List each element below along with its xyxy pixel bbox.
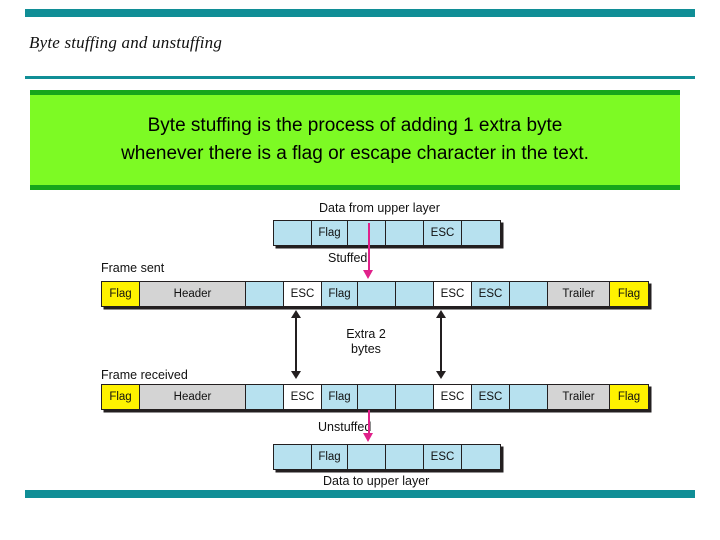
byte-cell-flag: Flag (102, 385, 140, 409)
byte-cell-flag: Flag (610, 282, 648, 306)
byte-cell-header: Header (140, 282, 246, 306)
byte-cell-esc: ESC (284, 385, 322, 409)
caption-data-to-upper-layer: Data to upper layer (323, 474, 430, 488)
extra-bytes-left-line (295, 316, 297, 373)
byte-cell-flag: Flag (312, 221, 348, 245)
byte-cell-empty (348, 445, 386, 469)
top-accent-rule (25, 9, 695, 17)
data-to-upper-layer-row: Flag ESC (273, 444, 501, 470)
byte-cell-flag: Flag (322, 385, 358, 409)
byte-cell-esc: ESC (284, 282, 322, 306)
byte-cell-flag: Flag (610, 385, 648, 409)
extra-bytes-left-arrow-up-icon (291, 310, 301, 318)
definition-callout: Byte stuffing is the process of adding 1… (30, 90, 680, 190)
byte-cell-empty (510, 385, 548, 409)
page-title: Byte stuffing and unstuffing (29, 33, 223, 52)
byte-cell-empty (358, 385, 396, 409)
stuffed-arrow-line (368, 223, 371, 273)
title-underline-rule (25, 76, 695, 79)
byte-cell-empty (348, 221, 386, 245)
byte-cell-esc: ESC (472, 385, 510, 409)
caption-data-from-upper-layer: Data from upper layer (319, 201, 440, 215)
extra-bytes-left-arrow-down-icon (291, 371, 301, 379)
data-from-upper-layer-row: Flag ESC (273, 220, 501, 246)
byte-cell-flag: Flag (102, 282, 140, 306)
caption-frame-received: Frame received (101, 368, 188, 382)
byte-cell-esc: ESC (472, 282, 510, 306)
byte-cell-esc: ESC (434, 282, 472, 306)
byte-cell-esc: ESC (424, 221, 462, 245)
byte-cell-empty (462, 445, 500, 469)
caption-frame-sent: Frame sent (101, 261, 165, 275)
bottom-accent-rule (25, 490, 695, 498)
extra-bytes-label: Extra 2 bytes (316, 327, 416, 357)
byte-cell-empty (274, 445, 312, 469)
extra-bytes-right-arrow-up-icon (436, 310, 446, 318)
byte-cell-empty (358, 282, 396, 306)
unstuffed-arrow-head-icon (363, 433, 373, 442)
extra-bytes-right-line (440, 316, 442, 373)
byte-cell-esc: ESC (424, 445, 462, 469)
definition-line-1: Byte stuffing is the process of adding 1… (147, 115, 563, 136)
byte-cell-trailer: Trailer (548, 385, 610, 409)
caption-stuffed: Stuffed (328, 251, 368, 265)
definition-callout-text: Byte stuffing is the process of adding 1… (30, 112, 680, 168)
byte-cell-empty (510, 282, 548, 306)
byte-cell-empty (396, 282, 434, 306)
byte-cell-empty (386, 221, 424, 245)
definition-line-2: whenever there is a flag or escape chara… (121, 143, 589, 164)
byte-cell-empty (274, 221, 312, 245)
extra-bytes-right-arrow-down-icon (436, 371, 446, 379)
byte-cell-flag: Flag (312, 445, 348, 469)
byte-cell-esc: ESC (434, 385, 472, 409)
extra-bytes-line-2: bytes (351, 342, 381, 356)
byte-cell-empty (386, 445, 424, 469)
byte-cell-empty (462, 221, 500, 245)
byte-cell-header: Header (140, 385, 246, 409)
extra-bytes-line-1: Extra 2 (346, 327, 386, 341)
byte-cell-empty (246, 385, 284, 409)
stuffed-arrow-head-icon (363, 270, 373, 279)
byte-cell-empty (246, 282, 284, 306)
unstuffed-arrow-line (368, 410, 371, 436)
byte-cell-trailer: Trailer (548, 282, 610, 306)
byte-cell-empty (396, 385, 434, 409)
caption-unstuffed: Unstuffed (318, 420, 372, 434)
byte-cell-flag: Flag (322, 282, 358, 306)
